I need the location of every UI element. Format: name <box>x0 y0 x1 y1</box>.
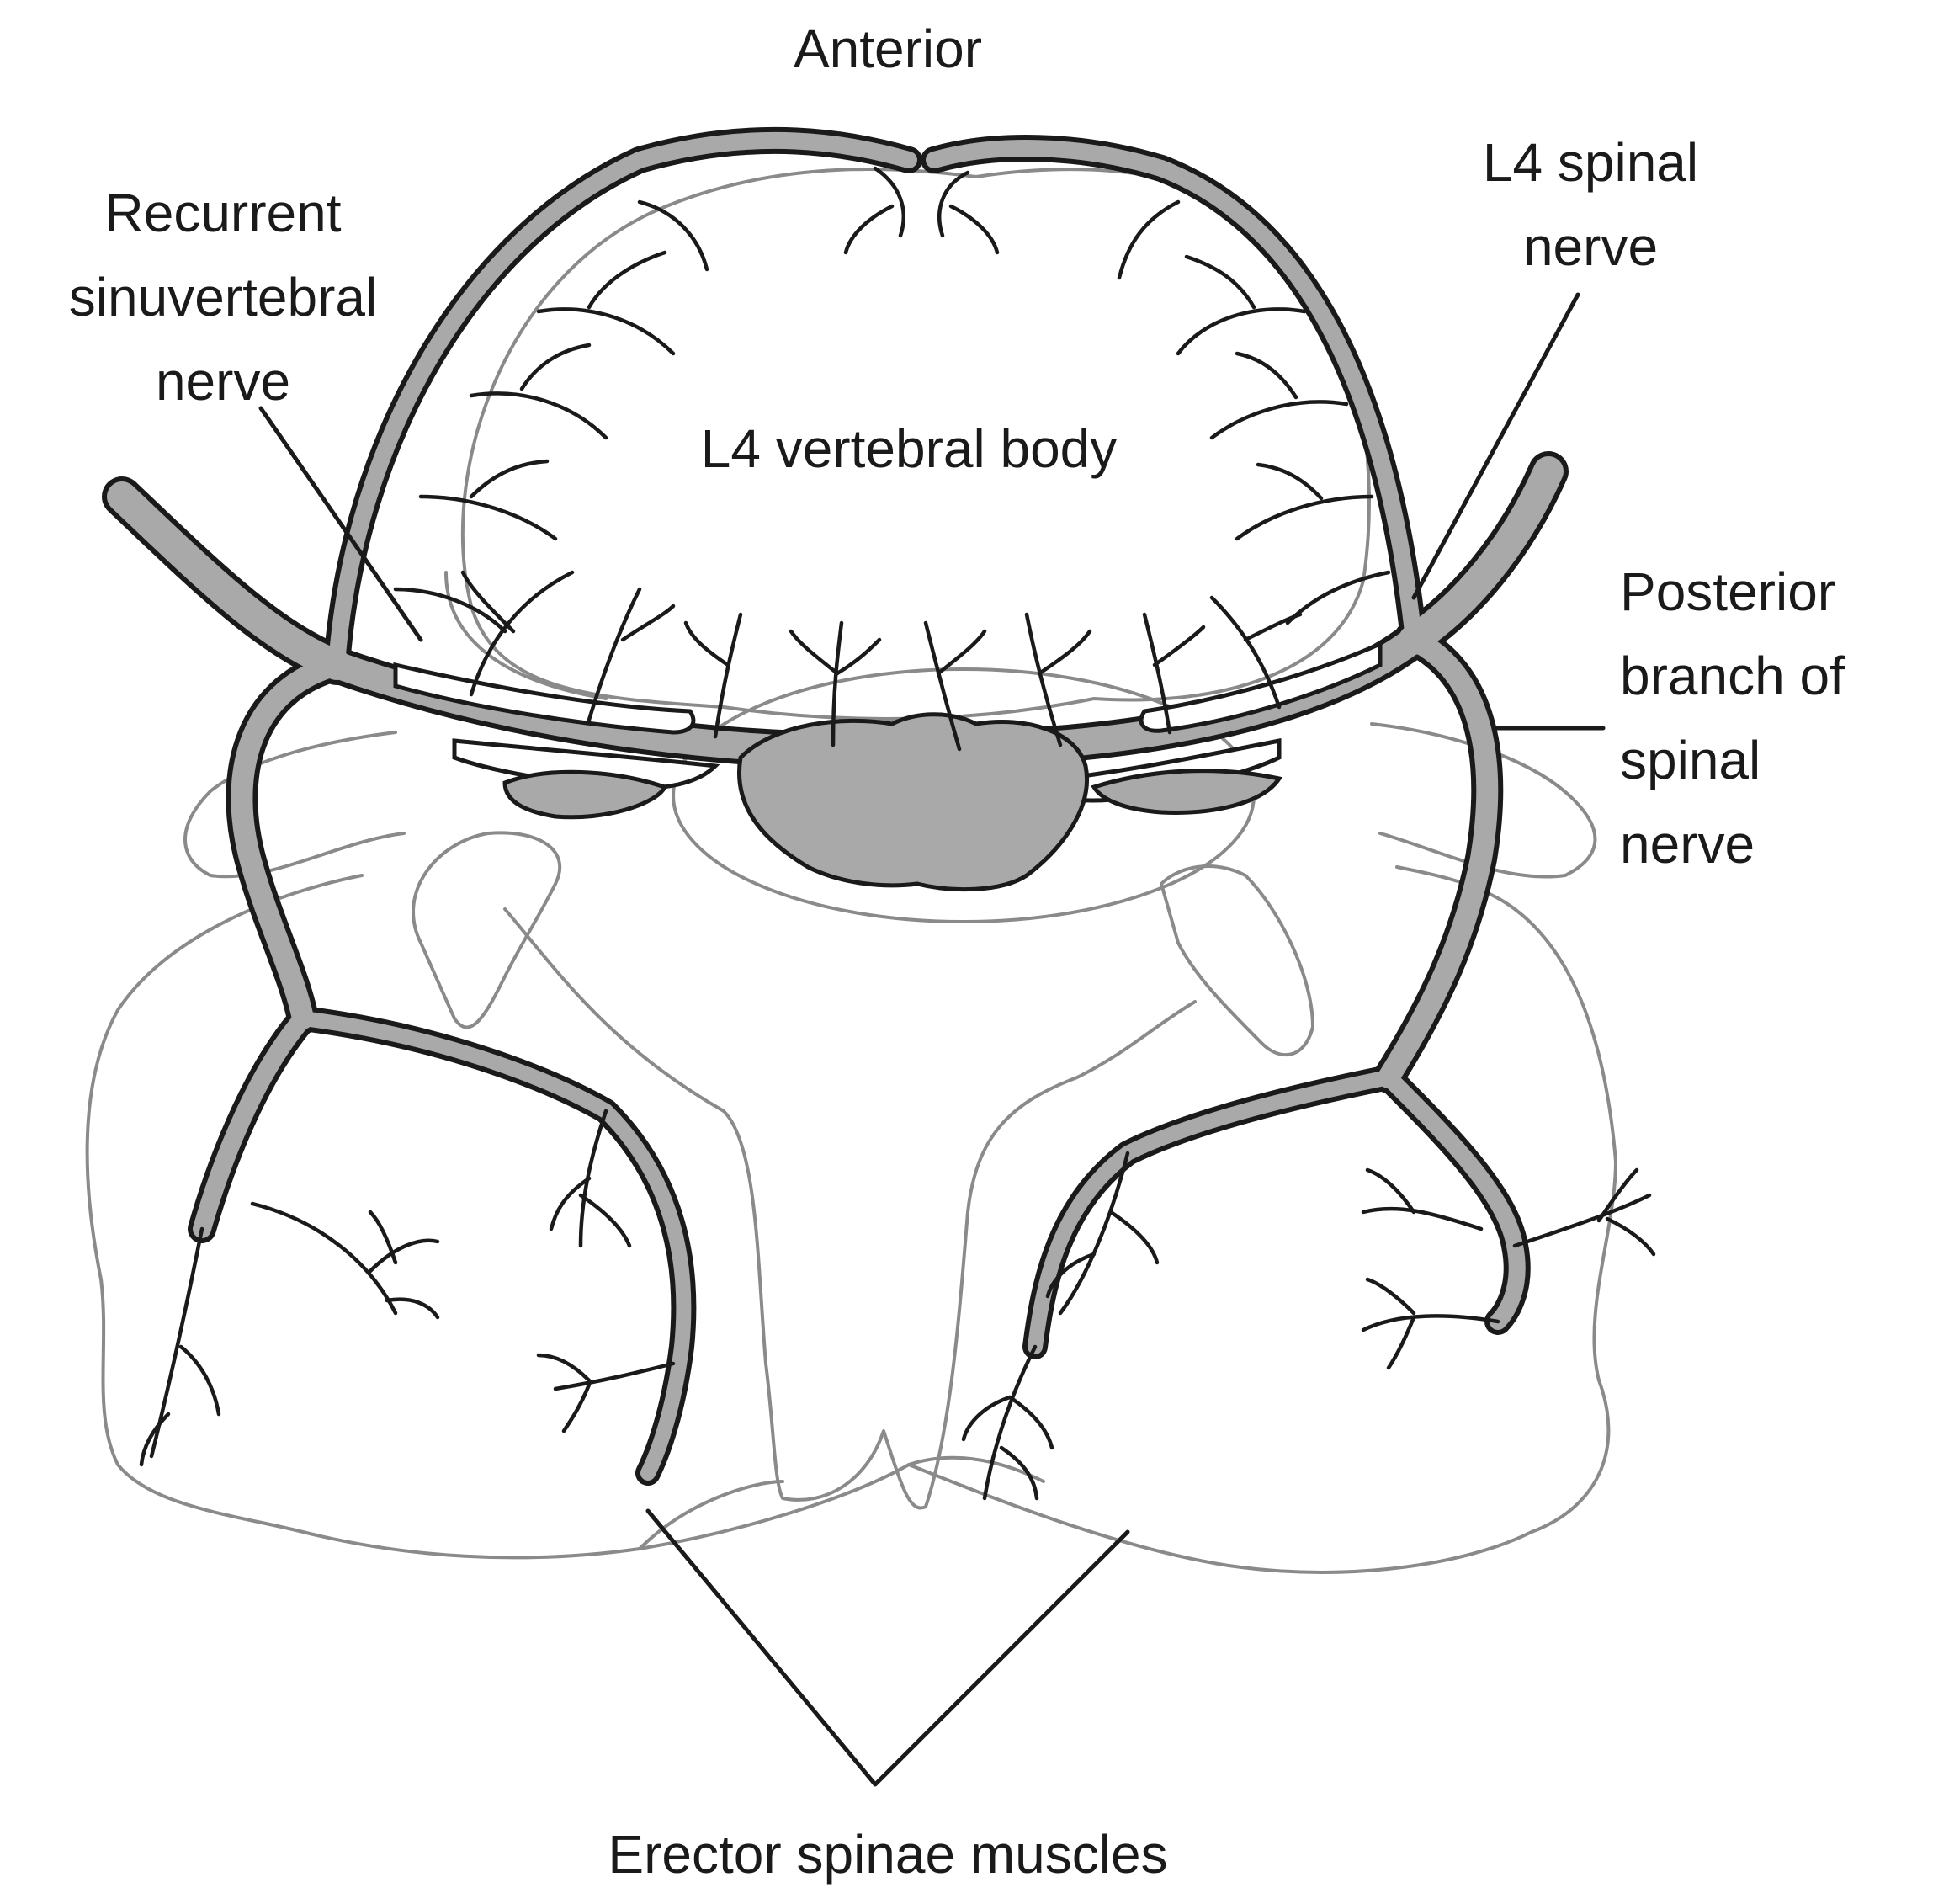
erector-spinae-divider-left <box>638 1480 784 1550</box>
left-lateral-division <box>290 1006 697 1486</box>
recurrent-label-line3: nerve <box>156 351 290 412</box>
vertebral-body-label: L4 vertebral body <box>701 418 1118 479</box>
lamina-and-spinous-process <box>503 907 1197 1510</box>
left-ganglion <box>502 769 668 820</box>
l4-spinal-label-line1: L4 spinal <box>1483 132 1698 193</box>
left-lower-slot <box>452 738 720 790</box>
right-ganglion <box>1091 769 1283 815</box>
labels: Anterior Recurrent sinuvertebral nerve L… <box>69 19 1845 1885</box>
anterior-label: Anterior <box>794 19 982 79</box>
recurrent-label-line2: sinuvertebral <box>69 267 377 327</box>
posterior-branch-label-line1: Posterior <box>1620 561 1835 622</box>
posterior-branch-label-line3: spinal <box>1620 730 1760 790</box>
left-anterior-loop <box>323 126 922 678</box>
erector-spinae-outline <box>85 865 1617 1574</box>
recurrent-label-line1: Recurrent <box>105 183 342 243</box>
l4-spinal-nerve-leader <box>1411 292 1580 600</box>
left-transverse-process <box>183 731 406 879</box>
spinal-cord-center <box>737 712 1089 892</box>
erector-spinae-label: Erector spinae muscles <box>608 1824 1167 1885</box>
posterior-branch-label-line4: nerve <box>1620 814 1755 875</box>
right-upper-slot <box>1139 641 1383 733</box>
erector-spinae-bracket <box>645 1508 1130 1787</box>
right-anterior-loop <box>921 135 1427 653</box>
recurrent-nerve-leader <box>258 406 423 642</box>
left-facet <box>412 831 562 1029</box>
nerve-twigs <box>139 166 1656 1501</box>
leader-lines <box>258 292 1606 1787</box>
l4-spinal-label-line2: nerve <box>1523 216 1658 277</box>
spinal-nerve-network <box>102 126 1569 1486</box>
left-upper-slot <box>393 662 696 735</box>
right-facet <box>1160 864 1314 1057</box>
posterior-branch-label-line2: branch of <box>1620 646 1845 706</box>
